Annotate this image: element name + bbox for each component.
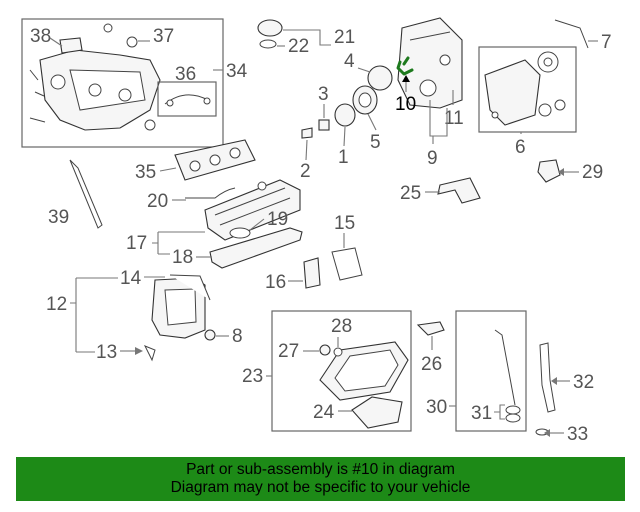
callout-15[interactable]: 15 (334, 213, 355, 234)
sensor-38 (59, 37, 83, 54)
dipstick-box (455, 310, 527, 432)
center-top-parts: 21 22 4 5 1 3 2 (257, 19, 393, 182)
intake-manifold-group: 38 37 36 34 (21, 18, 248, 148)
callout-26[interactable]: 26 (421, 354, 442, 375)
dipstick-tube-32 (539, 342, 556, 413)
callout-21[interactable]: 21 (334, 27, 355, 48)
key-3 (318, 119, 330, 131)
valve-cover (204, 179, 301, 241)
callout-37[interactable]: 37 (153, 26, 174, 47)
seal-19 (229, 227, 251, 239)
oil-pan-box (271, 310, 412, 432)
callout-14[interactable]: 14 (120, 268, 142, 289)
left-middle-parts: 35 20 39 (48, 139, 256, 229)
callout-18[interactable]: 18 (172, 247, 193, 268)
drain-plug-27 (319, 344, 331, 356)
banner-line-1: Part or sub-assembly is #10 in diagram (186, 461, 455, 478)
washer-28 (333, 347, 343, 357)
hose-box-36 (157, 81, 217, 117)
info-banner: Part or sub-assembly is #10 in diagram D… (16, 457, 625, 501)
callout-34[interactable]: 34 (226, 61, 248, 82)
banner-line-2: Diagram may not be specific to your vehi… (170, 479, 471, 496)
callout-30[interactable]: 30 (426, 397, 447, 418)
front-cover-group: 10 11 9 (395, 17, 464, 169)
baffle-group: 26 (416, 321, 445, 375)
seal-29 (537, 159, 561, 183)
callout-20[interactable]: 20 (147, 191, 168, 212)
callout-19[interactable]: 19 (267, 209, 288, 230)
timing-cover-group: 12 14 13 8 (46, 268, 243, 363)
middle-right-parts: 25 15 16 (265, 177, 481, 293)
oil-pan-group: 28 27 24 23 (242, 310, 412, 432)
oil-pump-box (478, 46, 577, 133)
callout-16[interactable]: 16 (265, 272, 286, 293)
bolt (103, 23, 113, 33)
callout-27[interactable]: 27 (278, 341, 299, 362)
valve-cover-group: 17 18 19 (126, 179, 303, 269)
callout-3[interactable]: 3 (318, 84, 329, 105)
bolt-8 (204, 329, 216, 341)
gasket-7 (554, 19, 589, 49)
intake-manifold-box (21, 18, 224, 148)
callout-4[interactable]: 4 (344, 51, 355, 72)
callout-6[interactable]: 6 (515, 137, 526, 158)
valve-cover-gasket-18 (209, 227, 303, 269)
bracket-16 (303, 257, 321, 289)
callout-8[interactable]: 8 (232, 326, 243, 347)
dipstick-tube-39 (69, 159, 103, 229)
callout-32[interactable]: 32 (573, 372, 594, 393)
seal-13 (143, 345, 156, 362)
oil-pump-group: 6 7 29 (478, 19, 612, 183)
callout-11[interactable]: 11 (444, 108, 464, 129)
dipstick-group: 30 31 (426, 310, 527, 432)
oil-pan-24 (351, 396, 403, 429)
callout-12[interactable]: 12 (46, 294, 67, 315)
callout-9[interactable]: 9 (427, 148, 438, 169)
callout-7[interactable]: 7 (601, 32, 612, 53)
oil-pump-6 (484, 59, 541, 126)
callout-23[interactable]: 23 (242, 366, 263, 387)
callout-24[interactable]: 24 (313, 402, 335, 423)
callout-5[interactable]: 5 (370, 132, 381, 153)
gasket-22 (259, 39, 277, 49)
callout-25[interactable]: 25 (400, 183, 421, 204)
callout-1[interactable]: 1 (338, 147, 349, 168)
front-cover-9 (397, 17, 463, 109)
bolt-2 (301, 127, 313, 139)
cap-21 (257, 19, 283, 37)
baffle-26 (416, 321, 445, 336)
dipstick-tube-group: 32 33 (535, 342, 594, 445)
strainer-25 (437, 177, 481, 204)
callout-2[interactable]: 2 (300, 161, 311, 182)
hose-20 (185, 187, 236, 199)
callout-36[interactable]: 36 (175, 64, 196, 85)
callout-33[interactable]: 33 (567, 424, 588, 445)
callout-29[interactable]: 29 (582, 162, 603, 183)
callout-17[interactable]: 17 (126, 233, 147, 254)
callout-31[interactable]: 31 (471, 403, 492, 424)
callout-22[interactable]: 22 (288, 36, 309, 57)
callout-28[interactable]: 28 (331, 316, 352, 337)
gasket-10-highlighted (396, 56, 414, 76)
callout-35[interactable]: 35 (135, 162, 156, 183)
callout-38[interactable]: 38 (30, 26, 51, 47)
washer-37 (126, 36, 138, 48)
callout-39[interactable]: 39 (48, 207, 69, 228)
callout-13[interactable]: 13 (96, 342, 117, 363)
seal-4 (367, 65, 393, 91)
callout-10[interactable]: 10 (395, 94, 416, 115)
dipstick-31 (494, 329, 516, 406)
gear-1 (334, 103, 356, 127)
gasket-15 (331, 247, 363, 281)
